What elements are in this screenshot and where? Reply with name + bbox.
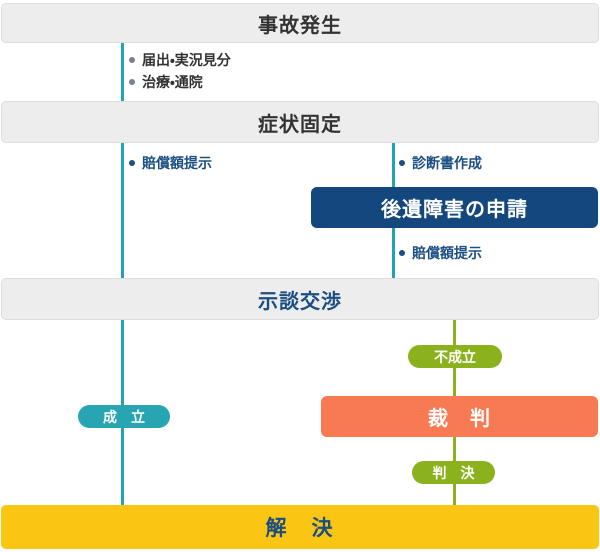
bullet-label: 診断書作成 — [412, 155, 482, 171]
pill-not-settled: 不成立 — [408, 345, 502, 368]
box-trial: 裁 判 — [321, 396, 598, 437]
bullet-report-inspection: 届出・実況見分 — [129, 52, 231, 68]
bullet-dot-icon — [129, 57, 135, 63]
box-disability-application: 後遺障害の申請 — [311, 187, 598, 228]
bullet-dot-icon — [129, 160, 135, 166]
connector-line-teal-accident — [121, 43, 124, 101]
bullet-treatment-visits: 治療・通院 — [129, 74, 203, 90]
bullet-label: 賠償額提示 — [412, 245, 482, 261]
stage-label-resolution: 解 決 — [265, 517, 335, 540]
bullet-dot-icon — [129, 79, 135, 85]
connector-line-teal-left-mid — [121, 143, 124, 278]
bullet-compensation-offer-left: 賠償額提示 — [129, 155, 212, 171]
bullet-dot-icon — [399, 250, 405, 256]
bullet-dot-icon — [399, 160, 405, 166]
bullet-label: 賠償額提示 — [142, 155, 212, 171]
box-label-trial: 裁 判 — [428, 408, 491, 430]
bullet-medical-certificate: 診断書作成 — [399, 155, 482, 171]
box-label-disability-application: 後遺障害の申請 — [381, 199, 528, 221]
stage-label-settlement-negotiation: 示談交渉 — [258, 290, 342, 313]
stage-label-symptom-fixed: 症状固定 — [258, 113, 342, 136]
pill-label-not-settled: 不成立 — [434, 348, 476, 365]
pill-settled: 成 立 — [78, 405, 170, 428]
bullet-compensation-offer-right: 賠償額提示 — [399, 245, 482, 261]
pill-label-judgment: 判 決 — [432, 464, 475, 481]
stage-bar-settlement-negotiation: 示談交渉 — [1, 278, 599, 320]
stage-bar-resolution: 解 決 — [1, 505, 599, 549]
pill-label-settled: 成 立 — [103, 408, 145, 425]
stage-label-accident: 事故発生 — [258, 14, 342, 37]
bullet-label: 届出・実況見分 — [142, 52, 231, 68]
bullet-label: 治療・通院 — [142, 74, 203, 90]
pill-judgment: 判 決 — [412, 461, 495, 484]
stage-bar-accident: 事故発生 — [1, 3, 599, 43]
stage-bar-symptom-fixed: 症状固定 — [1, 101, 599, 143]
